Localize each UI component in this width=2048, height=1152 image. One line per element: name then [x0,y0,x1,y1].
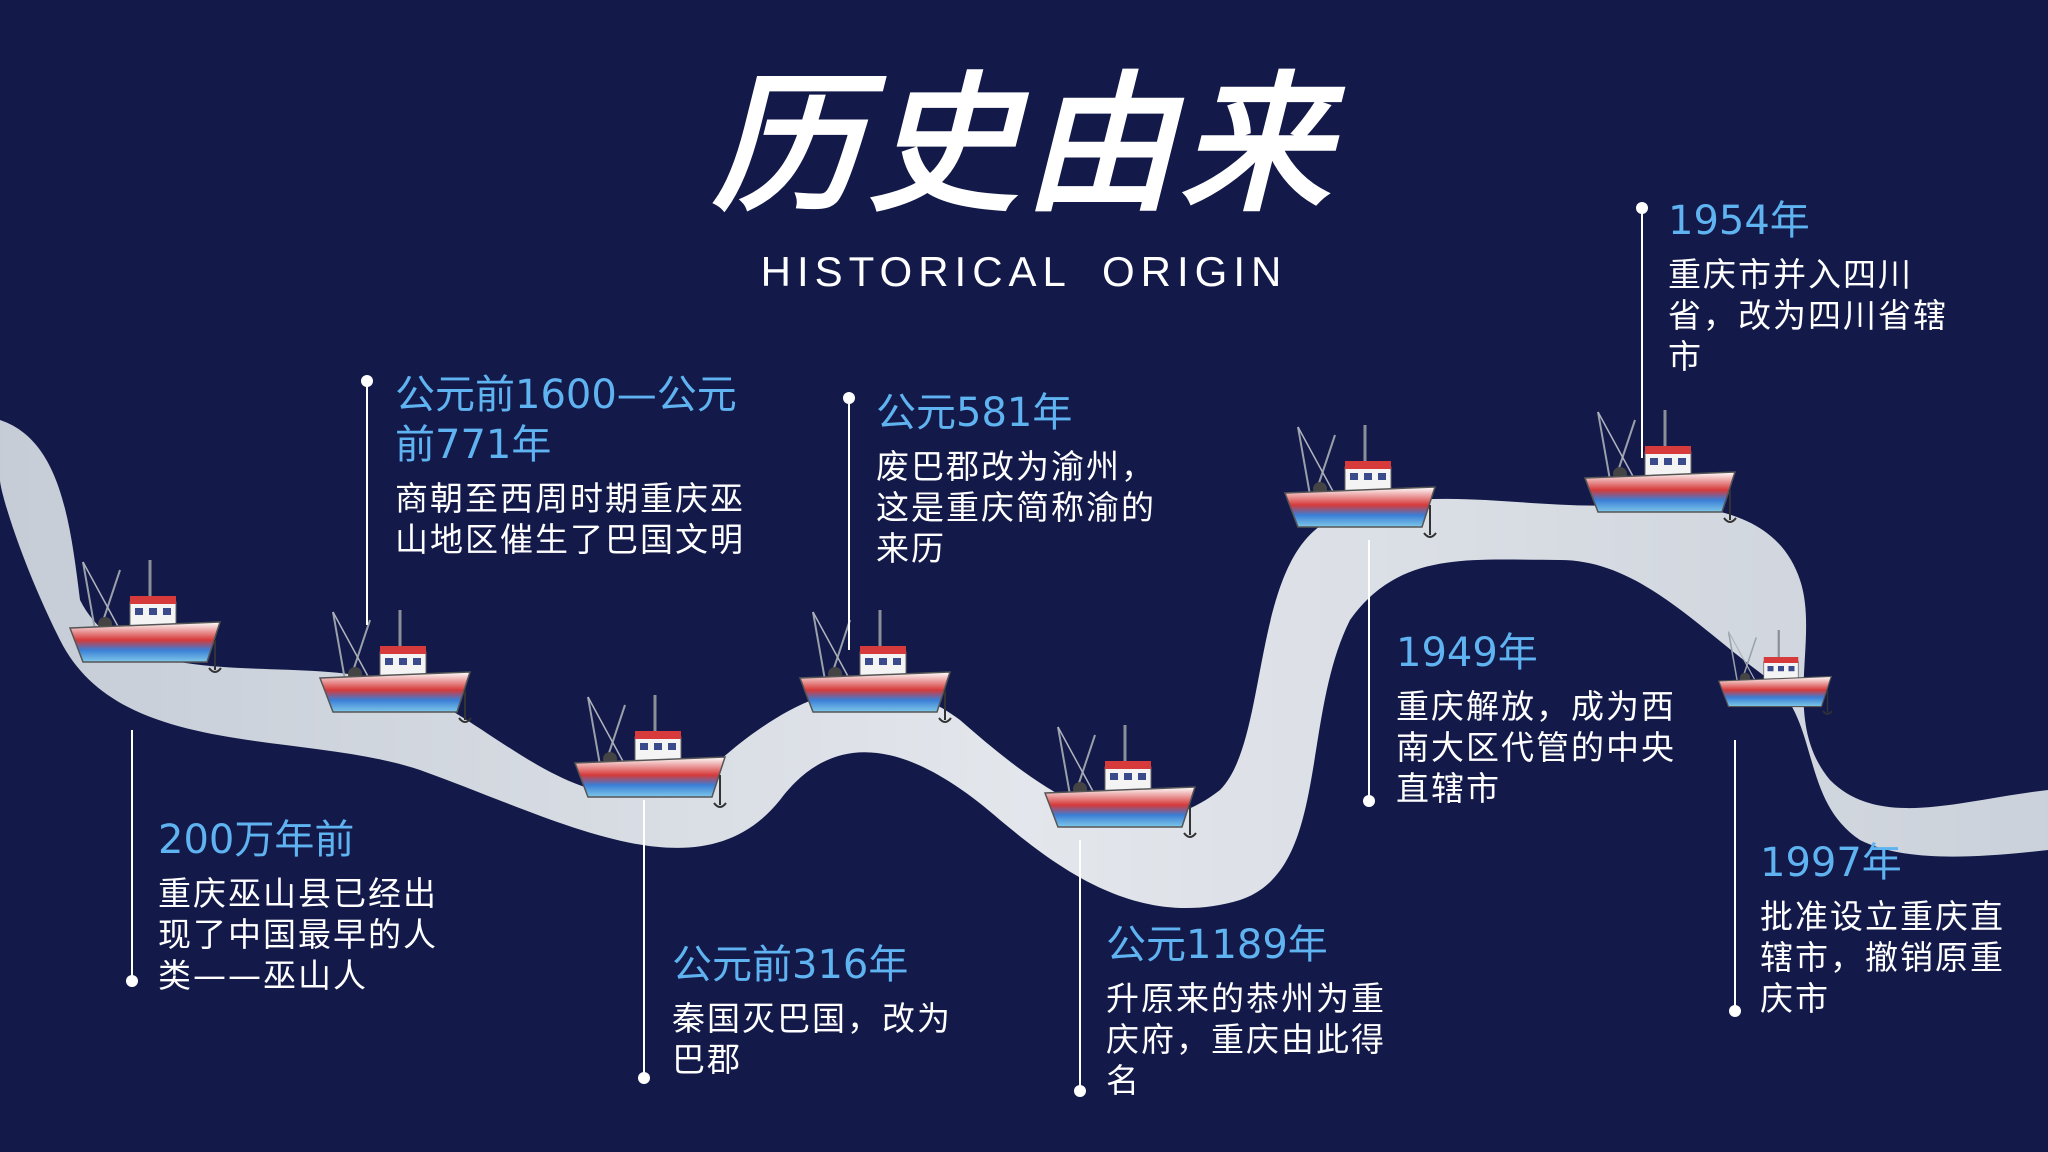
timeline-event-6: 1954年 重庆市并入四川省，改为四川省辖市 [1668,196,1968,377]
timeline-event-4: 公元1189年 升原来的恭州为重庆府，重庆由此得名 [1106,920,1396,1101]
event-description: 重庆解放，成为西南大区代管的中央直辖市 [1396,687,1676,808]
timeline-connector [131,730,133,980]
event-description: 废巴郡改为渝州，这是重庆简称渝的来历 [876,447,1156,568]
fishing-boat-icon [1583,408,1738,524]
fishing-boat-icon [798,608,953,724]
timeline-connector [643,800,645,1075]
timeline-event-7: 1997年 批准设立重庆直辖市，撤销原重庆市 [1760,838,2020,1019]
event-year: 1997年 [1760,840,1902,886]
event-year: 200万年前 [158,817,355,863]
timeline-dot [1074,1085,1086,1097]
event-description: 批准设立重庆直辖市，撤销原重庆市 [1760,897,2005,1018]
page-subtitle: HISTORICAL ORIGIN [760,248,1288,295]
fishing-boat-icon [318,608,473,724]
timeline-connector [366,385,368,625]
timeline-event-5: 1949年 重庆解放，成为西南大区代管的中央直辖市 [1396,628,1686,809]
timeline-connector [848,400,850,650]
timeline-dot [843,392,855,404]
event-year: 公元581年 [876,390,1073,436]
timeline-connector [1079,840,1081,1090]
event-description: 秦国灭巴国，改为巴郡 [672,999,952,1079]
fishing-boat-icon [68,558,223,674]
fishing-boat-icon [1283,423,1438,539]
fishing-boat-icon [1043,723,1198,839]
timeline-connector [1734,740,1736,1010]
timeline-dot [1363,795,1375,807]
timeline-dot [361,375,373,387]
event-description: 商朝至西周时期重庆巫山地区催生了巴国文明 [395,479,745,559]
event-year: 公元前1600—公元前771年 [395,372,737,468]
event-year: 公元1189年 [1106,922,1328,968]
event-year: 1954年 [1668,198,1810,244]
event-year: 1949年 [1396,630,1538,676]
timeline-dot [1729,1005,1741,1017]
event-description: 重庆巫山县已经出现了中国最早的人类——巫山人 [158,874,438,995]
fishing-boat-icon [573,693,728,809]
event-description: 升原来的恭州为重庆府，重庆由此得名 [1106,979,1386,1100]
timeline-dot [126,975,138,987]
timeline-connector [1641,208,1643,458]
timeline-dot [638,1072,650,1084]
event-description: 重庆市并入四川省，改为四川省辖市 [1668,255,1948,376]
timeline-event-1: 公元前1600—公元前771年 商朝至西周时期重庆巫山地区催生了巴国文明 [395,370,750,560]
timeline-event-3: 公元581年 废巴郡改为渝州，这是重庆简称渝的来历 [876,388,1186,569]
event-year: 公元前316年 [672,942,909,988]
page-title: 历史由来 [711,57,1336,233]
timeline-connector [1368,540,1370,800]
timeline-event-2: 公元前316年 秦国灭巴国，改为巴郡 [672,940,962,1080]
timeline-event-0: 200万年前 重庆巫山县已经出现了中国最早的人类——巫山人 [158,815,448,996]
timeline-dot [1636,202,1648,214]
